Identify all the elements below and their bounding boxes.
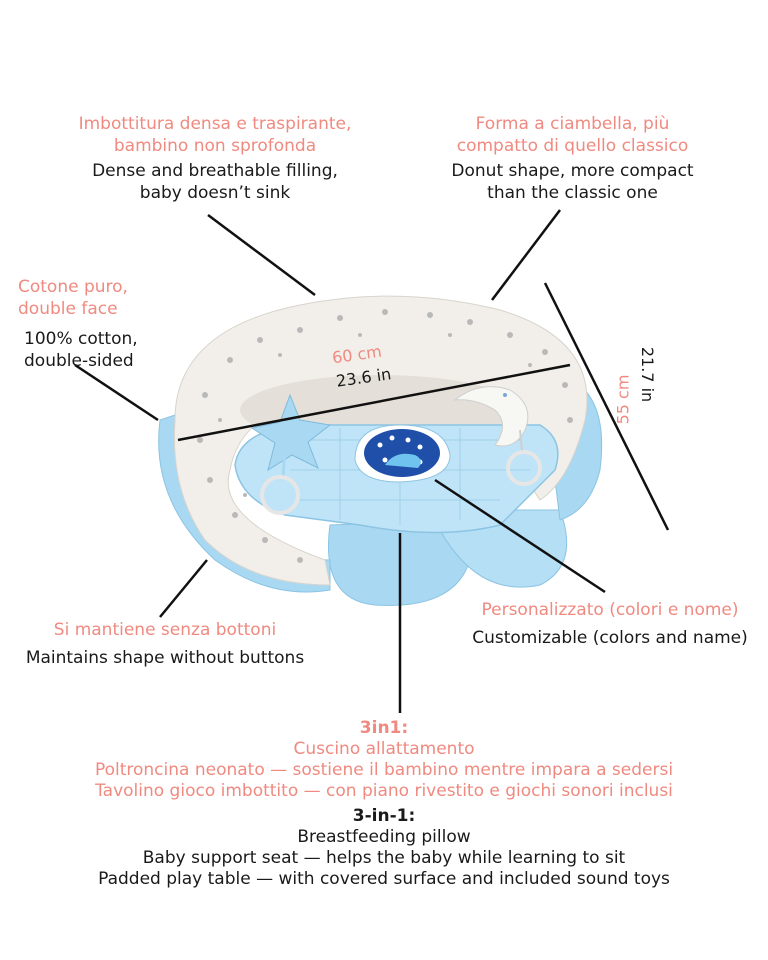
feature-shape-en-line1: Donut shape, more compact bbox=[451, 161, 694, 181]
teether-ring-icon bbox=[260, 429, 542, 515]
feature-three-in-one: 3in1: Cuscino allattamento Poltroncina n… bbox=[0, 718, 768, 890]
feature-buttons-it: Si mantiene senza bottoni bbox=[53, 620, 277, 640]
feature-buttons: Si mantiene senza bottoni Maintains shap… bbox=[5, 619, 325, 669]
feature-custom-en: Customizable (colors and name) bbox=[472, 628, 748, 648]
three-in-one-en-line1: Breastfeeding pillow bbox=[297, 827, 471, 847]
three-in-one-it-title: 3in1: bbox=[359, 718, 409, 738]
feature-cotton-it-line1: Cotone puro, bbox=[18, 277, 128, 297]
feature-filling-it-line1: Imbottitura densa e traspirante, bbox=[78, 114, 352, 134]
three-in-one-it-line2: Poltroncina neonato — sostiene il bambin… bbox=[94, 760, 674, 780]
feature-filling-en-line2: baby doesn’t sink bbox=[139, 183, 291, 203]
depth-dimension-line bbox=[543, 282, 670, 531]
feature-cotton-en-line1: 100% cotton, bbox=[24, 329, 138, 349]
three-in-one-en-line3: Padded play table — with covered surface… bbox=[98, 869, 670, 889]
feature-filling-it-line2: bambino non sprofonda bbox=[113, 136, 317, 156]
depth-cm-label: 55 cm bbox=[613, 374, 633, 425]
feature-cotton: Cotone puro, double face 100% cotton, do… bbox=[18, 276, 198, 372]
feature-filling-en-line1: Dense and breathable filling, bbox=[92, 161, 338, 181]
feature-custom-it: Personalizzato (colori e nome) bbox=[481, 600, 739, 620]
feature-cotton-en-line2: double-sided bbox=[24, 351, 134, 371]
leader-lines bbox=[74, 209, 606, 713]
whale-applique-icon bbox=[354, 424, 451, 483]
three-in-one-it-line3: Tavolino gioco imbottito — con piano riv… bbox=[95, 781, 673, 801]
depth-in-label: 21.7 in bbox=[638, 346, 658, 403]
feature-filling: Imbottitura densa e traspirante, bambino… bbox=[50, 113, 380, 204]
three-in-one-it-line1: Cuscino allattamento bbox=[293, 739, 475, 759]
star-toy-icon bbox=[250, 393, 332, 472]
feature-shape: Forma a ciambella, più compatto di quell… bbox=[420, 113, 725, 204]
feature-shape-en-line2: than the classic one bbox=[487, 183, 658, 203]
feature-custom: Personalizzato (colori e nome) Customiza… bbox=[455, 599, 765, 649]
width-dimension-line bbox=[177, 363, 571, 442]
feature-shape-it-line2: compatto di quello classico bbox=[456, 136, 689, 156]
three-in-one-en-title: 3-in-1: bbox=[352, 806, 416, 826]
feature-buttons-en: Maintains shape without buttons bbox=[25, 648, 305, 668]
feature-shape-it-line1: Forma a ciambella, più bbox=[475, 114, 670, 134]
feature-cotton-it-line2: double face bbox=[18, 299, 118, 319]
moon-toy-icon bbox=[453, 386, 529, 447]
three-in-one-en-line2: Baby support seat — helps the baby while… bbox=[142, 848, 626, 868]
